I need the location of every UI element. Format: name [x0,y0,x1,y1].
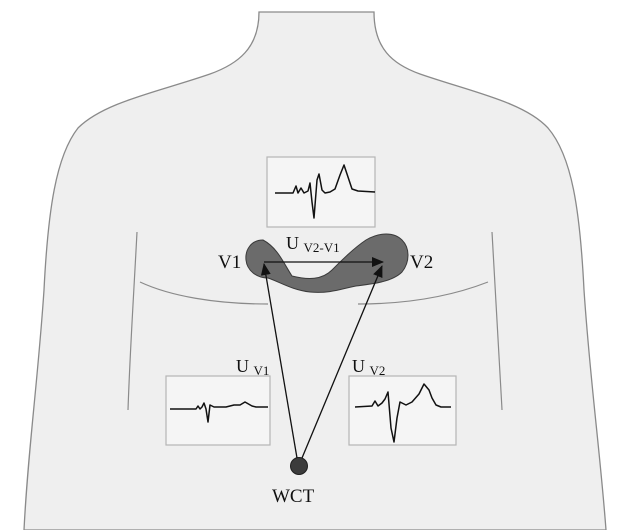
torso-outline [23,11,607,530]
label-v2: V2 [410,252,433,273]
label-u-v2-v1: U V2-V1 [286,233,340,255]
label-u-v1: U V1 [236,356,269,378]
right-arm-contour [491,231,503,411]
left-arm-contour [127,231,138,411]
label-wct: WCT [272,486,315,507]
electrode-shape [245,233,409,293]
ecg-trace-v2 [354,383,451,443]
label-u-v1-sub: V1 [254,363,270,378]
ecg-trace-box-v1 [165,375,271,446]
ecg-trace-box-v2 [348,375,457,446]
label-u-v1-main: U [236,356,249,376]
label-v1: V1 [218,252,241,273]
vector-u-v2 [301,265,383,459]
ecg-trace-top [275,164,376,219]
wct-electrode [290,457,308,475]
vector-u-v1 [260,263,298,459]
ecg-trace-box-top [266,156,376,228]
label-u-v2-sub: V2 [370,363,386,378]
ecg-trace-v1 [170,401,268,423]
left-pectoral-contour [139,281,269,305]
label-u-v2-v1-sub: V2-V1 [304,240,340,255]
right-pectoral-contour [357,281,489,305]
label-u-v2-v1-main: U [286,233,299,253]
label-u-v2-main: U [352,356,365,376]
label-u-v2: U V2 [352,356,385,378]
